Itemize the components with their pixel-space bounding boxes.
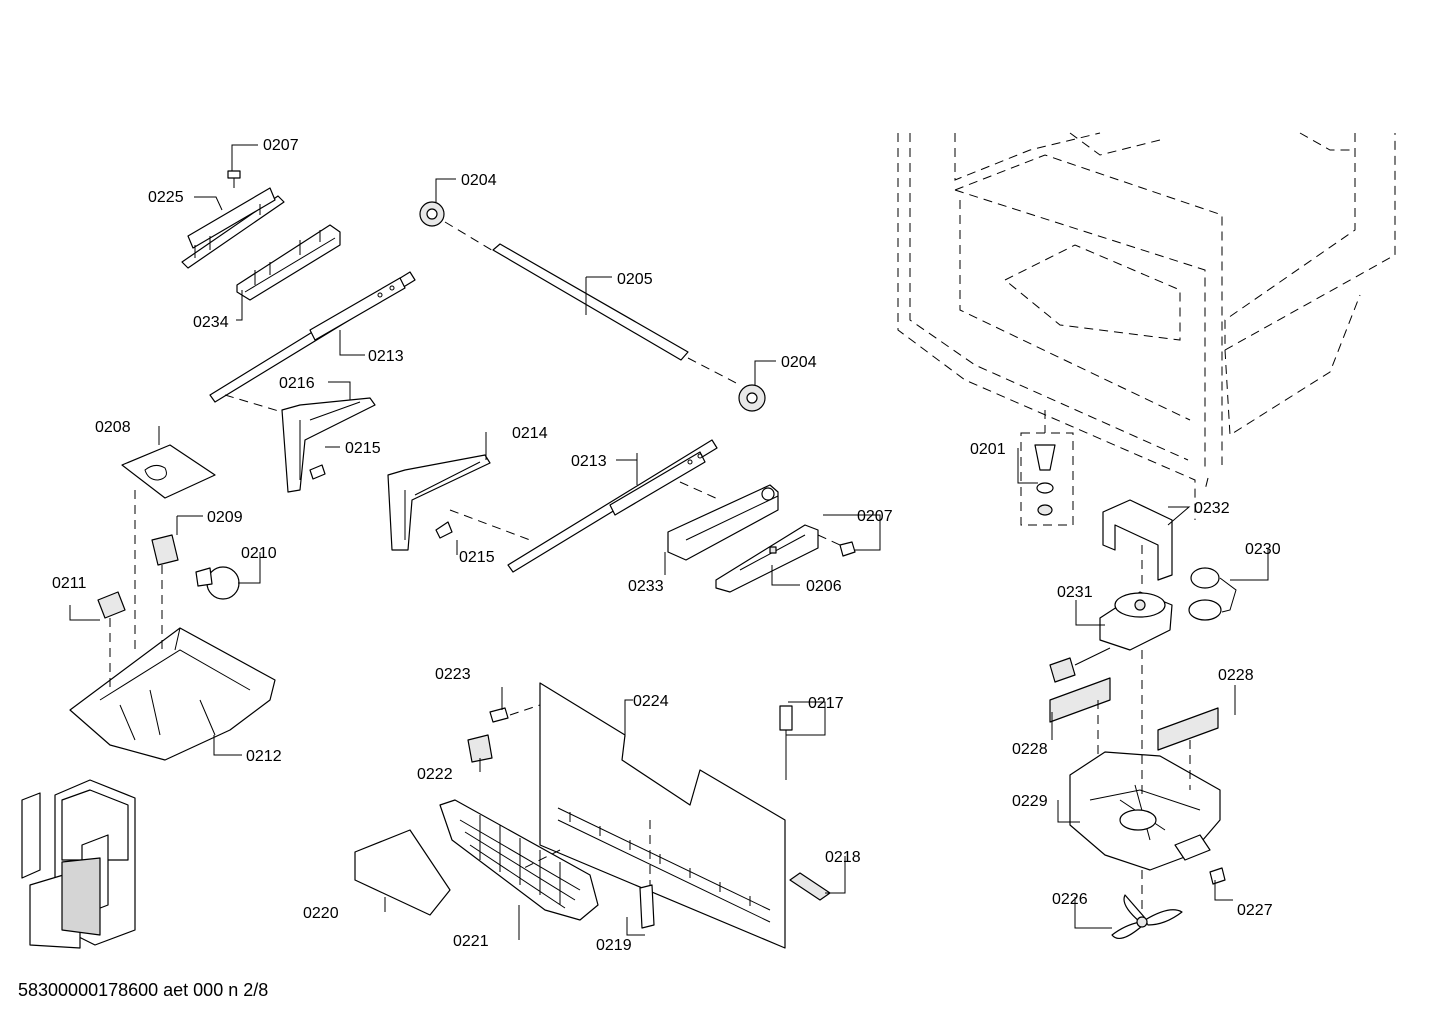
callout-0208: 0208 (95, 419, 131, 436)
callout-0214: 0214 (512, 425, 548, 442)
callout-0228-left: 0228 (1012, 741, 1048, 758)
callout-0205: 0205 (617, 271, 653, 288)
callout-0215-lower: 0215 (459, 549, 495, 566)
fan-assembly (1020, 410, 1237, 940)
callout-0201: 0201 (970, 441, 1006, 458)
cabinet-thumbnail (21, 779, 136, 949)
callout-0209: 0209 (207, 509, 243, 526)
callout-0226: 0226 (1052, 891, 1088, 908)
callout-0227: 0227 (1237, 902, 1273, 919)
callout-0210: 0210 (241, 545, 277, 562)
callout-0207-right: 0207 (857, 508, 893, 525)
callout-labels: 0207 0225 0204 0205 0234 0213 0204 0216 … (52, 137, 1281, 954)
shaft-assembly (419, 201, 766, 412)
callout-0221: 0221 (453, 933, 489, 950)
callout-0213-right: 0213 (571, 453, 607, 470)
rail-assembly-left (181, 170, 721, 573)
callout-0207-top: 0207 (263, 137, 299, 154)
callout-0233: 0233 (628, 578, 664, 595)
callout-0217: 0217 (808, 695, 844, 712)
callout-0204-top: 0204 (461, 172, 497, 189)
callout-0204-bottom: 0204 (781, 354, 817, 371)
callout-0228-right: 0228 (1218, 667, 1254, 684)
callout-0213-left: 0213 (368, 348, 404, 365)
callout-0219: 0219 (596, 937, 632, 954)
callout-0231: 0231 (1057, 584, 1093, 601)
callout-0216: 0216 (279, 375, 315, 392)
callout-0234: 0234 (193, 314, 229, 331)
callout-0229: 0229 (1012, 793, 1048, 810)
callout-0220: 0220 (303, 905, 339, 922)
callout-0225: 0225 (148, 189, 184, 206)
lamp-housing-group (69, 444, 276, 761)
leader-lines (69, 144, 1269, 940)
cabinet-outline (897, 132, 1396, 520)
callout-0222: 0222 (417, 766, 453, 783)
callout-0212: 0212 (246, 748, 282, 765)
callout-0215-upper: 0215 (345, 440, 381, 457)
callout-0218: 0218 (825, 849, 861, 866)
callout-0230: 0230 (1245, 541, 1281, 558)
callout-0206: 0206 (806, 578, 842, 595)
callout-0224: 0224 (633, 693, 669, 710)
callout-0232: 0232 (1194, 500, 1230, 517)
callout-0223: 0223 (435, 666, 471, 683)
rear-panel-group (354, 682, 831, 949)
callout-0211: 0211 (52, 575, 87, 592)
document-id: 58300000178600 aet 000 n 2/8 (18, 980, 269, 1000)
light-bracket-right (667, 484, 856, 593)
